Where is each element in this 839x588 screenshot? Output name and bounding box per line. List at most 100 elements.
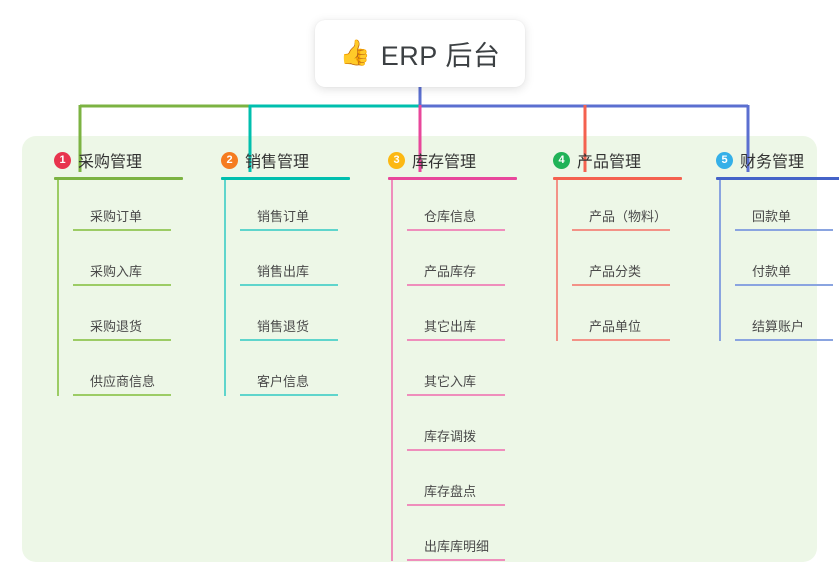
list-item-rule — [407, 229, 505, 231]
branch-spine-5 — [719, 180, 721, 341]
list-item-rule — [407, 394, 505, 396]
list-item-rule — [240, 394, 338, 396]
list-item-label: 仓库信息 — [424, 209, 477, 224]
list-item-rule — [407, 284, 505, 286]
branch-header-1[interactable]: 1 采购管理 — [38, 148, 188, 172]
list-item[interactable]: 产品库存 — [388, 235, 522, 290]
branch-spine-4 — [556, 180, 558, 341]
branch-header-5[interactable]: 5 财务管理 — [700, 148, 839, 172]
list-item-rule — [73, 394, 171, 396]
list-item-rule — [735, 339, 833, 341]
branch-badge-1: 1 — [54, 151, 71, 169]
list-item[interactable]: 采购入库 — [54, 235, 188, 290]
list-item[interactable]: 销售出库 — [221, 235, 355, 290]
list-item-label: 销售退货 — [257, 319, 310, 334]
list-item-rule — [407, 339, 505, 341]
list-item-rule — [73, 284, 171, 286]
list-item[interactable]: 供应商信息 — [54, 345, 188, 400]
list-item-rule — [240, 339, 338, 341]
branch-item-list-5: 回款单付款单结算账户 — [700, 180, 839, 345]
list-item[interactable]: 采购退货 — [54, 290, 188, 345]
list-item-rule — [572, 229, 670, 231]
list-item[interactable]: 付款单 — [716, 235, 839, 290]
list-item-rule — [73, 229, 171, 231]
branch-column-1: 1 采购管理采购订单采购入库采购退货供应商信息 — [38, 148, 188, 400]
list-item-label: 产品单位 — [589, 319, 642, 334]
list-item[interactable]: 产品（物料） — [553, 180, 687, 235]
branch-spine-1 — [57, 180, 59, 396]
list-item-label: 销售订单 — [257, 209, 310, 224]
list-item-rule — [572, 284, 670, 286]
list-item[interactable]: 产品单位 — [553, 290, 687, 345]
branch-item-list-1: 采购订单采购入库采购退货供应商信息 — [38, 180, 188, 400]
list-item-rule — [240, 229, 338, 231]
list-item[interactable]: 客户信息 — [221, 345, 355, 400]
list-item-rule — [735, 284, 833, 286]
list-item-label: 库存盘点 — [424, 484, 477, 499]
list-item-label: 结算账户 — [752, 319, 805, 334]
list-item-label: 出库库明细 — [424, 539, 490, 554]
branch-rule-4 — [553, 177, 682, 180]
list-item-label: 供应商信息 — [90, 374, 156, 389]
thumbs-up-icon: 👍 — [339, 39, 371, 67]
list-item-label: 库存调拨 — [424, 429, 477, 444]
list-item-rule — [407, 504, 505, 506]
branch-column-4: 4 产品管理产品（物料） 产品分类产品单位 — [537, 148, 687, 345]
root-title-card[interactable]: 👍 ERP 后台 — [315, 20, 525, 87]
branch-title-2: 销售管理 — [245, 154, 310, 171]
list-item-rule — [73, 339, 171, 341]
branch-title-5: 财务管理 — [740, 154, 805, 171]
list-item-label: 付款单 — [752, 264, 792, 279]
branch-badge-5: 5 — [716, 151, 733, 169]
branch-spine-2 — [224, 180, 226, 396]
list-item[interactable]: 销售退货 — [221, 290, 355, 345]
list-item[interactable]: 出库库明细 — [388, 510, 522, 565]
branch-item-list-4: 产品（物料） 产品分类产品单位 — [537, 180, 687, 345]
list-item[interactable]: 库存盘点 — [388, 455, 522, 510]
list-item-label: 采购订单 — [90, 209, 143, 224]
list-item-rule — [240, 284, 338, 286]
branch-badge-2: 2 — [221, 151, 238, 169]
list-item-label: 其它出库 — [424, 319, 477, 334]
list-item[interactable]: 库存调拨 — [388, 400, 522, 455]
branch-rule-2 — [221, 177, 350, 180]
branch-title-3: 库存管理 — [412, 154, 477, 171]
list-item[interactable]: 其它入库 — [388, 345, 522, 400]
branch-rule-1 — [54, 177, 183, 180]
list-item[interactable]: 产品分类 — [553, 235, 687, 290]
branch-title-1: 采购管理 — [78, 154, 143, 171]
list-item-label: 销售出库 — [257, 264, 310, 279]
list-item[interactable]: 仓库信息 — [388, 180, 522, 235]
list-item-label: 产品库存 — [424, 264, 477, 279]
branch-title-4: 产品管理 — [577, 154, 642, 171]
list-item-rule — [735, 229, 833, 231]
branch-item-list-3: 仓库信息产品库存其它出库其它入库库存调拨库存盘点出库库明细 — [372, 180, 522, 565]
list-item[interactable]: 回款单 — [716, 180, 839, 235]
list-item-rule — [407, 449, 505, 451]
list-item-label: 回款单 — [752, 209, 792, 224]
list-item-label: 其它入库 — [424, 374, 477, 389]
list-item-rule — [407, 559, 505, 561]
list-item[interactable]: 结算账户 — [716, 290, 839, 345]
branch-spine-3 — [391, 180, 393, 561]
branch-badge-4: 4 — [553, 151, 570, 169]
list-item-label: 采购退货 — [90, 319, 143, 334]
branch-header-4[interactable]: 4 产品管理 — [537, 148, 687, 172]
list-item-label: 产品分类 — [589, 264, 642, 279]
list-item-label: 采购入库 — [90, 264, 143, 279]
list-item[interactable]: 其它出库 — [388, 290, 522, 345]
branch-column-2: 2 销售管理销售订单销售出库销售退货客户信息 — [205, 148, 355, 400]
branch-column-5: 5 财务管理回款单付款单结算账户 — [700, 148, 839, 345]
branch-rule-3 — [388, 177, 517, 180]
list-item-label: 客户信息 — [257, 374, 310, 389]
list-item-label: 产品（物料） — [589, 209, 668, 224]
list-item-rule — [572, 339, 670, 341]
branch-header-2[interactable]: 2 销售管理 — [205, 148, 355, 172]
list-item[interactable]: 销售订单 — [221, 180, 355, 235]
list-item[interactable]: 采购订单 — [54, 180, 188, 235]
page-title: ERP 后台 — [380, 41, 501, 71]
branch-item-list-2: 销售订单销售出库销售退货客户信息 — [205, 180, 355, 400]
